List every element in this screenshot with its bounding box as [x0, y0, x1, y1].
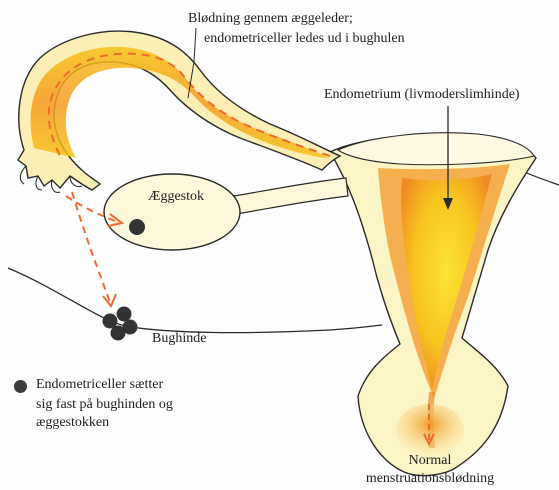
bleeding-label-line2: endometriceller ledes ud i bughulen [204, 30, 405, 48]
legend-line1: Endometriceller sætter [36, 376, 163, 394]
legend-line2: sig fast på bughinden og [36, 396, 173, 414]
ovary-cell-icon [129, 219, 145, 235]
cell-dot-icon [14, 380, 27, 393]
normal-label-line1: Normal [380, 452, 480, 470]
peritoneum-label: Bughinde [152, 330, 206, 348]
ovarian-ligament [234, 178, 348, 214]
endometrial-cell-cluster-icon [103, 307, 138, 341]
ovary-label: Æggestok [148, 188, 204, 206]
legend-line3: æggestokken [36, 414, 109, 432]
peritoneum-line [8, 268, 382, 333]
normal-label-line2: menstruationsblødning [348, 470, 512, 488]
uterus-fundus [338, 133, 534, 165]
ovary-shape [104, 174, 240, 250]
endometrium-label: Endometrium (livmoderslimhinde) [324, 86, 520, 104]
bleeding-label-line1: Blødning gennem æggeleder; [188, 10, 353, 28]
